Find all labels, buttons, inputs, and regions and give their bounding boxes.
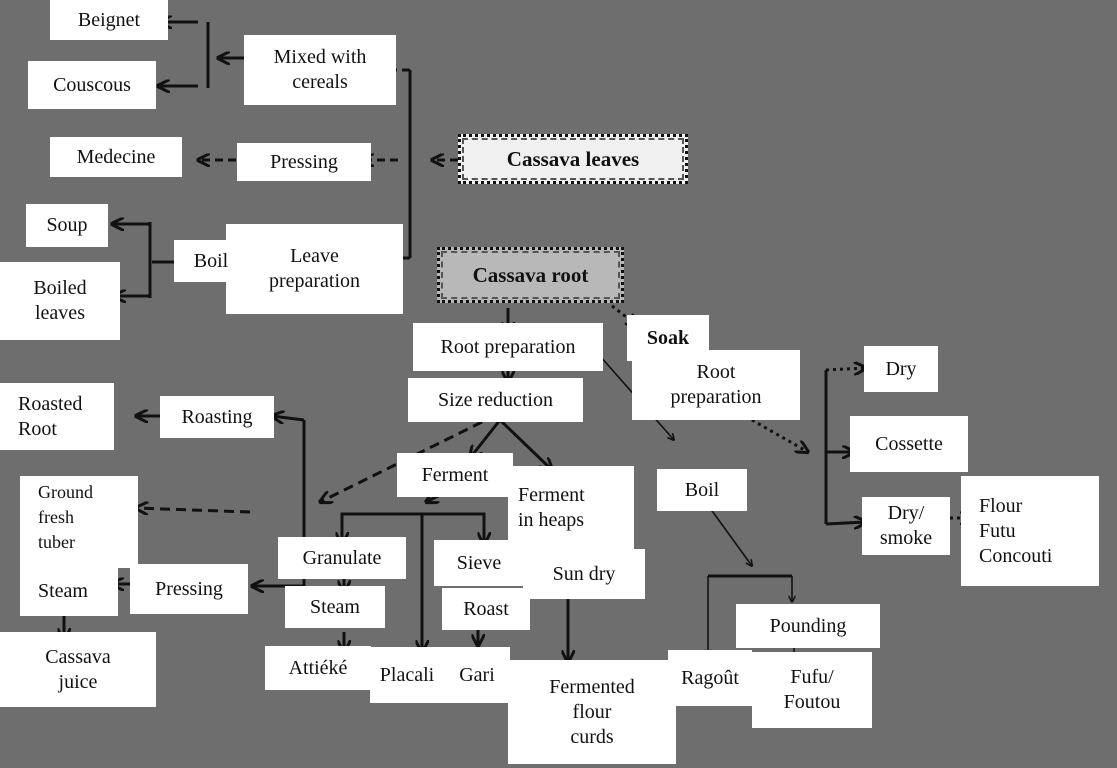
cassava-juice-node: Cassava juice (0, 632, 156, 707)
ground-fresh-tuber-node: Ground fresh tuber (20, 476, 138, 568)
couscous-node: Couscous (28, 61, 156, 109)
pressing-root-node: Pressing (130, 564, 248, 614)
size-reduction-node: Size reduction (408, 378, 583, 422)
placali-node: Placali (370, 647, 444, 703)
medecine-node: Medecine (50, 137, 182, 177)
flour-futu-concouti-node: Flour Futu Concouti (961, 476, 1099, 586)
granulate-node: Granulate (278, 537, 406, 579)
soup-node: Soup (26, 204, 108, 247)
connector (825, 522, 866, 524)
pressing-leaves-node: Pressing (237, 143, 371, 181)
fermented-flour-curds-node: Fermented flour curds (508, 660, 676, 764)
connector (709, 507, 752, 566)
sun-dry-node: Sun dry (523, 549, 645, 599)
beignet-node: Beignet (50, 0, 168, 40)
leave-preparation-node: Leave preparation (226, 224, 403, 314)
cassava-leaves-node: Cassava leaves (458, 134, 688, 184)
ferment-in-heaps-node: Ferment in heaps (508, 466, 634, 550)
sieve-node: Sieve (434, 540, 524, 586)
roasting-node: Roasting (160, 396, 274, 438)
root-preparation-2-node: Root preparation (632, 350, 800, 420)
boil-leaves-node: Boil (174, 240, 248, 282)
pounding-node: Pounding (736, 604, 880, 648)
cossette-node: Cossette (850, 416, 968, 472)
roasted-root-node: Roasted Root (0, 383, 114, 450)
mixed-with-cereals-node: Mixed with cereals (244, 35, 396, 105)
connector (272, 416, 305, 420)
dry-smoke-node: Dry/ smoke (862, 497, 950, 555)
attieke-node: Attiéké (265, 646, 371, 690)
roast-node: Roast (442, 588, 530, 630)
boil-root-node: Boil (657, 469, 747, 511)
connector (751, 418, 808, 452)
root-preparation-node: Root preparation (413, 323, 603, 371)
dry-node: Dry (864, 346, 938, 392)
cassava-root-node: Cassava root (437, 247, 624, 303)
steam-mid-node: Steam (285, 586, 385, 628)
steam-left-node: Steam (20, 566, 118, 616)
connector (136, 508, 251, 512)
gari-node: Gari (444, 647, 510, 703)
connector (825, 368, 866, 370)
fufu-foutou-node: Fufu/ Foutou (752, 652, 872, 728)
ferment-node: Ferment (397, 453, 513, 497)
boiled-leaves-node: Boiled leaves (0, 262, 120, 340)
ragout-node: Ragoût (668, 650, 752, 706)
